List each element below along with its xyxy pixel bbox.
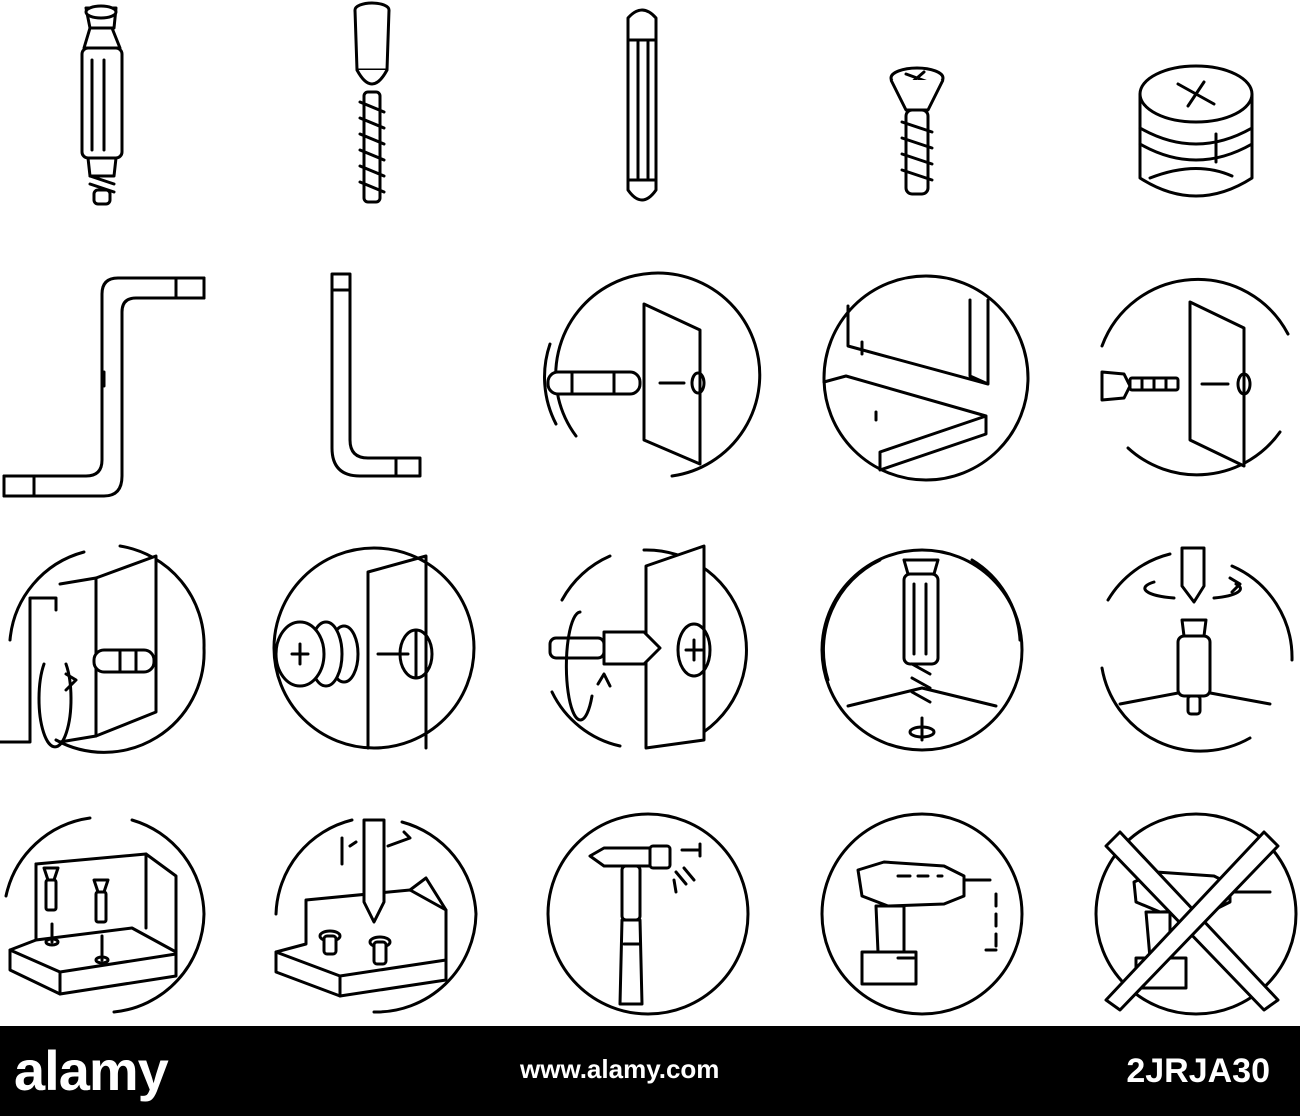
hex-key-turn-icon [0, 544, 206, 754]
cordless-drill-icon [820, 812, 1024, 1016]
l-hex-key-icon [330, 272, 422, 478]
corner-bracket-screws-icon [4, 816, 206, 1014]
cam-lock-nut-icon [1138, 64, 1254, 198]
watermark-url: www.alamy.com [520, 1054, 720, 1084]
hammer-icon [546, 812, 750, 1016]
screwdriver-bracket-icon [274, 818, 478, 1014]
confirmat-screw-icon [353, 1, 391, 204]
shelf-panel-joint-icon [822, 274, 1030, 482]
image-id: 2JRJA30 [1126, 1052, 1270, 1090]
watermark-bar: alamy www.alamy.com 2JRJA30 [0, 1026, 1300, 1116]
wooden-dowel-icon [626, 8, 658, 202]
no-drill-icon [1094, 812, 1298, 1016]
furniture-assembly-icon-set [0, 1, 1298, 1016]
screw-into-panel-icon [1100, 277, 1290, 477]
screwdriver-on-bolt-icon [1100, 546, 1294, 753]
screw-into-base-icon [820, 548, 1024, 752]
z-hex-key-icon [2, 276, 206, 498]
screwdriver-turn-icon [548, 544, 748, 750]
cam-lock-insert-icon [272, 546, 476, 750]
double-end-dowel-screw-icon [80, 4, 124, 206]
dowel-into-panel-icon [543, 271, 762, 478]
countersunk-screw-icon [889, 66, 945, 196]
alamy-logo: alamy [14, 1039, 169, 1102]
